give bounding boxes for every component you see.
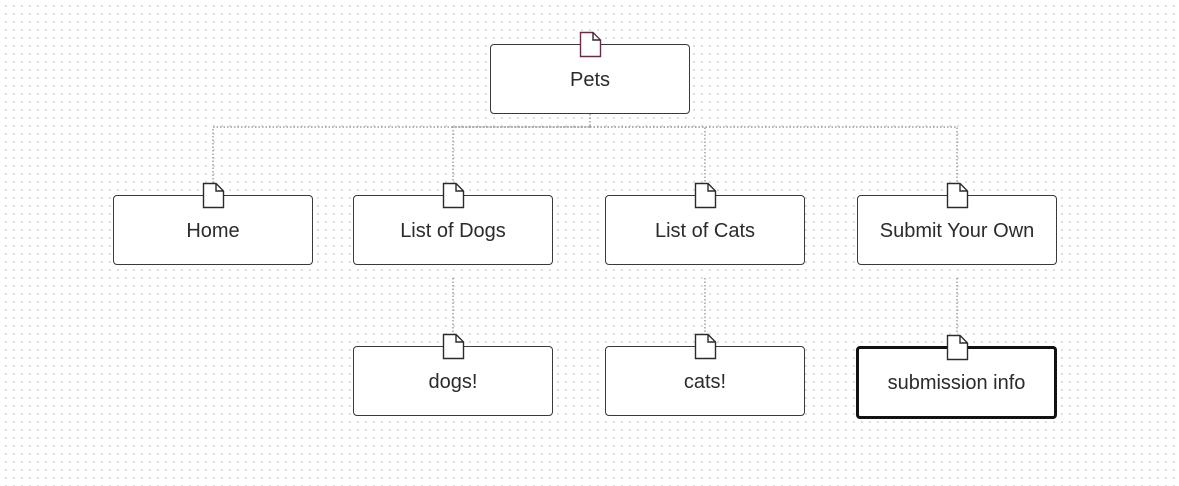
node-home[interactable]: Home bbox=[113, 182, 313, 265]
node-label-submission-info: submission info bbox=[887, 372, 1026, 394]
connector-pets-submit-your-own bbox=[590, 126, 958, 183]
connector-root-to-level1 bbox=[212, 114, 958, 183]
node-label-dogs: dogs! bbox=[428, 370, 478, 393]
node-list-of-cats[interactable]: List of Cats bbox=[605, 182, 805, 265]
page-icon bbox=[442, 182, 465, 209]
page-icon bbox=[694, 333, 717, 360]
node-submission-info[interactable]: submission info bbox=[856, 334, 1057, 419]
node-list-of-dogs[interactable]: List of Dogs bbox=[353, 182, 553, 265]
node-label-cats: cats! bbox=[683, 370, 727, 393]
page-icon bbox=[579, 31, 602, 58]
node-pets[interactable]: Pets bbox=[490, 31, 690, 114]
page-icon bbox=[442, 333, 465, 360]
page-icon bbox=[946, 334, 969, 361]
page-icon bbox=[694, 182, 717, 209]
connector-pets-list-of-cats bbox=[590, 126, 706, 183]
node-submit-your-own[interactable]: Submit Your Own bbox=[857, 182, 1057, 265]
node-dogs[interactable]: dogs! bbox=[353, 333, 553, 416]
connector-level1-to-level2 bbox=[452, 278, 958, 334]
connector-pets-home bbox=[212, 114, 591, 183]
node-label-submit-your-own: Submit Your Own bbox=[879, 219, 1035, 242]
node-label-home: Home bbox=[186, 219, 240, 242]
page-icon bbox=[946, 182, 969, 209]
node-cats[interactable]: cats! bbox=[605, 333, 805, 416]
node-label-list-of-dogs: List of Dogs bbox=[400, 219, 506, 242]
node-label-pets: Pets bbox=[569, 68, 611, 91]
connector-pets-list-of-dogs bbox=[452, 126, 590, 183]
node-label-list-of-cats: List of Cats bbox=[654, 219, 756, 242]
page-icon bbox=[202, 182, 225, 209]
